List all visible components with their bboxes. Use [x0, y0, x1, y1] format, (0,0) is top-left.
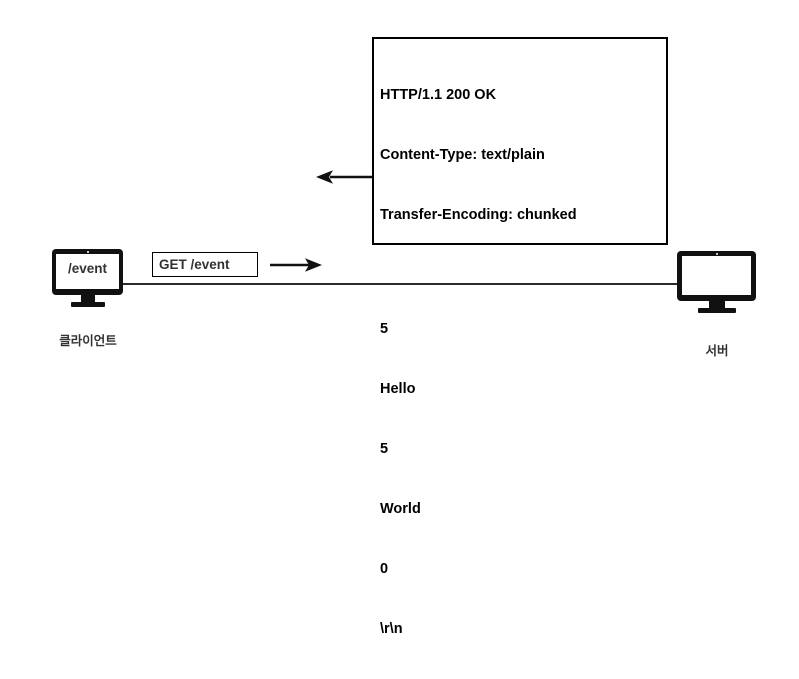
response-line-transfer-encoding: Transfer-Encoding: chunked [380, 207, 577, 223]
client-monitor-icon: /event [52, 249, 123, 307]
left-arrow-icon [316, 169, 372, 185]
client-monitor-neck [80, 295, 95, 303]
response-line-chunk-data-1: Hello [380, 381, 416, 397]
client-screen-text: /event [67, 261, 108, 276]
server-monitor-neck [708, 301, 725, 309]
client-label: 클라이언트 [59, 334, 117, 348]
server-monitor-base [697, 308, 736, 313]
server-monitor-camera-dot [715, 252, 718, 255]
client-monitor-base [70, 302, 105, 307]
server-label: 서버 [705, 344, 729, 358]
request-label-box: GET /event [152, 252, 258, 277]
right-arrow-icon [270, 257, 322, 273]
response-line-status: HTTP/1.1 200 OK [380, 87, 497, 103]
client-monitor-frame: /event [52, 249, 123, 295]
response-line-terminator-size: 0 [380, 561, 389, 577]
response-line-chunk-data-2: World [380, 501, 421, 517]
response-line-terminator-crlf: \r\n [380, 621, 403, 637]
client-monitor-screen: /event [56, 254, 119, 289]
client-monitor-camera-dot [86, 250, 89, 253]
connection-line [122, 283, 678, 285]
server-monitor-icon [677, 251, 756, 313]
http-response-text: HTTP/1.1 200 OK Content-Type: text/plain… [380, 45, 662, 679]
server-monitor-frame [677, 251, 756, 301]
server-monitor-screen [682, 256, 751, 295]
response-line-blank [380, 265, 662, 279]
response-line-content-type: Content-Type: text/plain [380, 147, 545, 163]
response-line-chunk-size-1: 5 [380, 321, 389, 337]
response-line-chunk-size-2: 5 [380, 441, 389, 457]
request-label-text: GET /event [159, 257, 230, 272]
http-response-box: HTTP/1.1 200 OK Content-Type: text/plain… [372, 37, 668, 637]
